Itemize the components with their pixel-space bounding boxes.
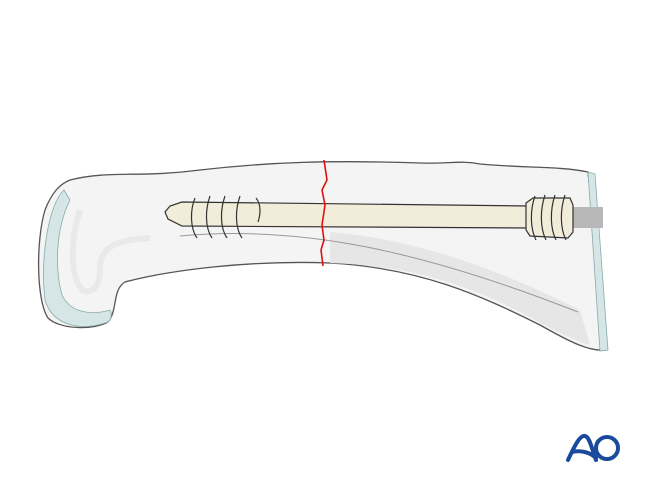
screw-shaft (164, 201, 531, 229)
bone-shadow (330, 232, 590, 345)
fracture-line (320, 159, 328, 267)
ao-logo (566, 434, 620, 462)
screw-head (525, 197, 574, 239)
bone-inner-line (179, 232, 579, 313)
cartilage-left (43, 189, 112, 327)
screw-threads (190, 194, 567, 241)
highlight (69, 209, 151, 295)
screw-rod (570, 207, 603, 228)
bone (37, 161, 609, 352)
screw (164, 194, 603, 241)
